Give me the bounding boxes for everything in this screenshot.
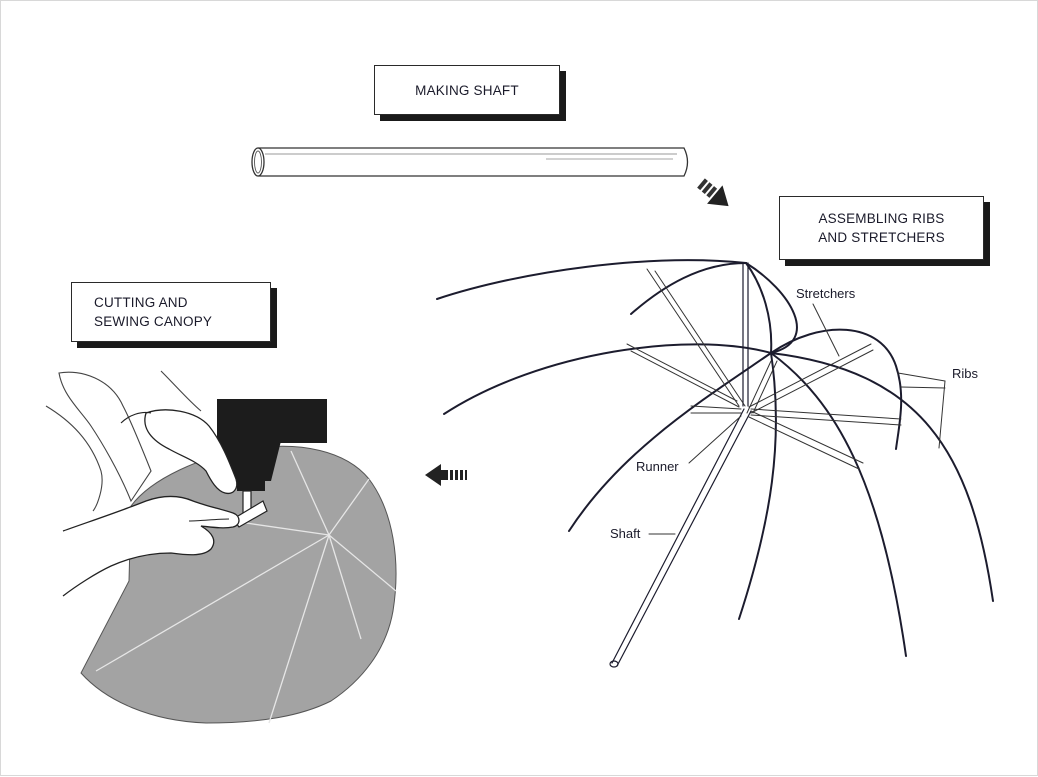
loose-fabric-outline [45, 370, 202, 512]
umbrella-shaft [609, 262, 752, 668]
shaft-tube-illustration [251, 147, 689, 177]
step-cutting-line2: SEWING CANOPY [94, 314, 213, 329]
label-ribs: Ribs [952, 366, 979, 381]
step-making-shaft: MAKING SHAFT [374, 65, 560, 115]
step-cutting-sewing-canopy: CUTTING AND SEWING CANOPY [71, 282, 271, 342]
lower-hand [62, 495, 240, 597]
upper-hand [144, 409, 238, 495]
step-assembling-ribs-stretchers: ASSEMBLING RIBS AND STRETCHERS [779, 196, 984, 260]
sewing-machine [217, 399, 327, 528]
canopy-seams [95, 450, 397, 724]
step-assembling-line1: ASSEMBLING RIBS [818, 211, 945, 226]
label-leader-lines [648, 303, 946, 535]
step-assembling-line2: AND STRETCHERS [818, 230, 945, 245]
arrow-left-icon [425, 464, 467, 486]
label-shaft: Shaft [610, 526, 641, 541]
label-stretchers: Stretchers [796, 286, 856, 301]
umbrella-stretchers [626, 268, 902, 470]
arrow-down-right-icon [697, 178, 729, 207]
umbrella-frame-illustration [436, 259, 994, 668]
step-cutting-line1: CUTTING AND [94, 295, 188, 310]
sewing-canopy-illustration [45, 370, 397, 724]
umbrella-ribs [436, 259, 994, 657]
step-making-shaft-label: MAKING SHAFT [415, 82, 519, 98]
label-runner: Runner [636, 459, 679, 474]
